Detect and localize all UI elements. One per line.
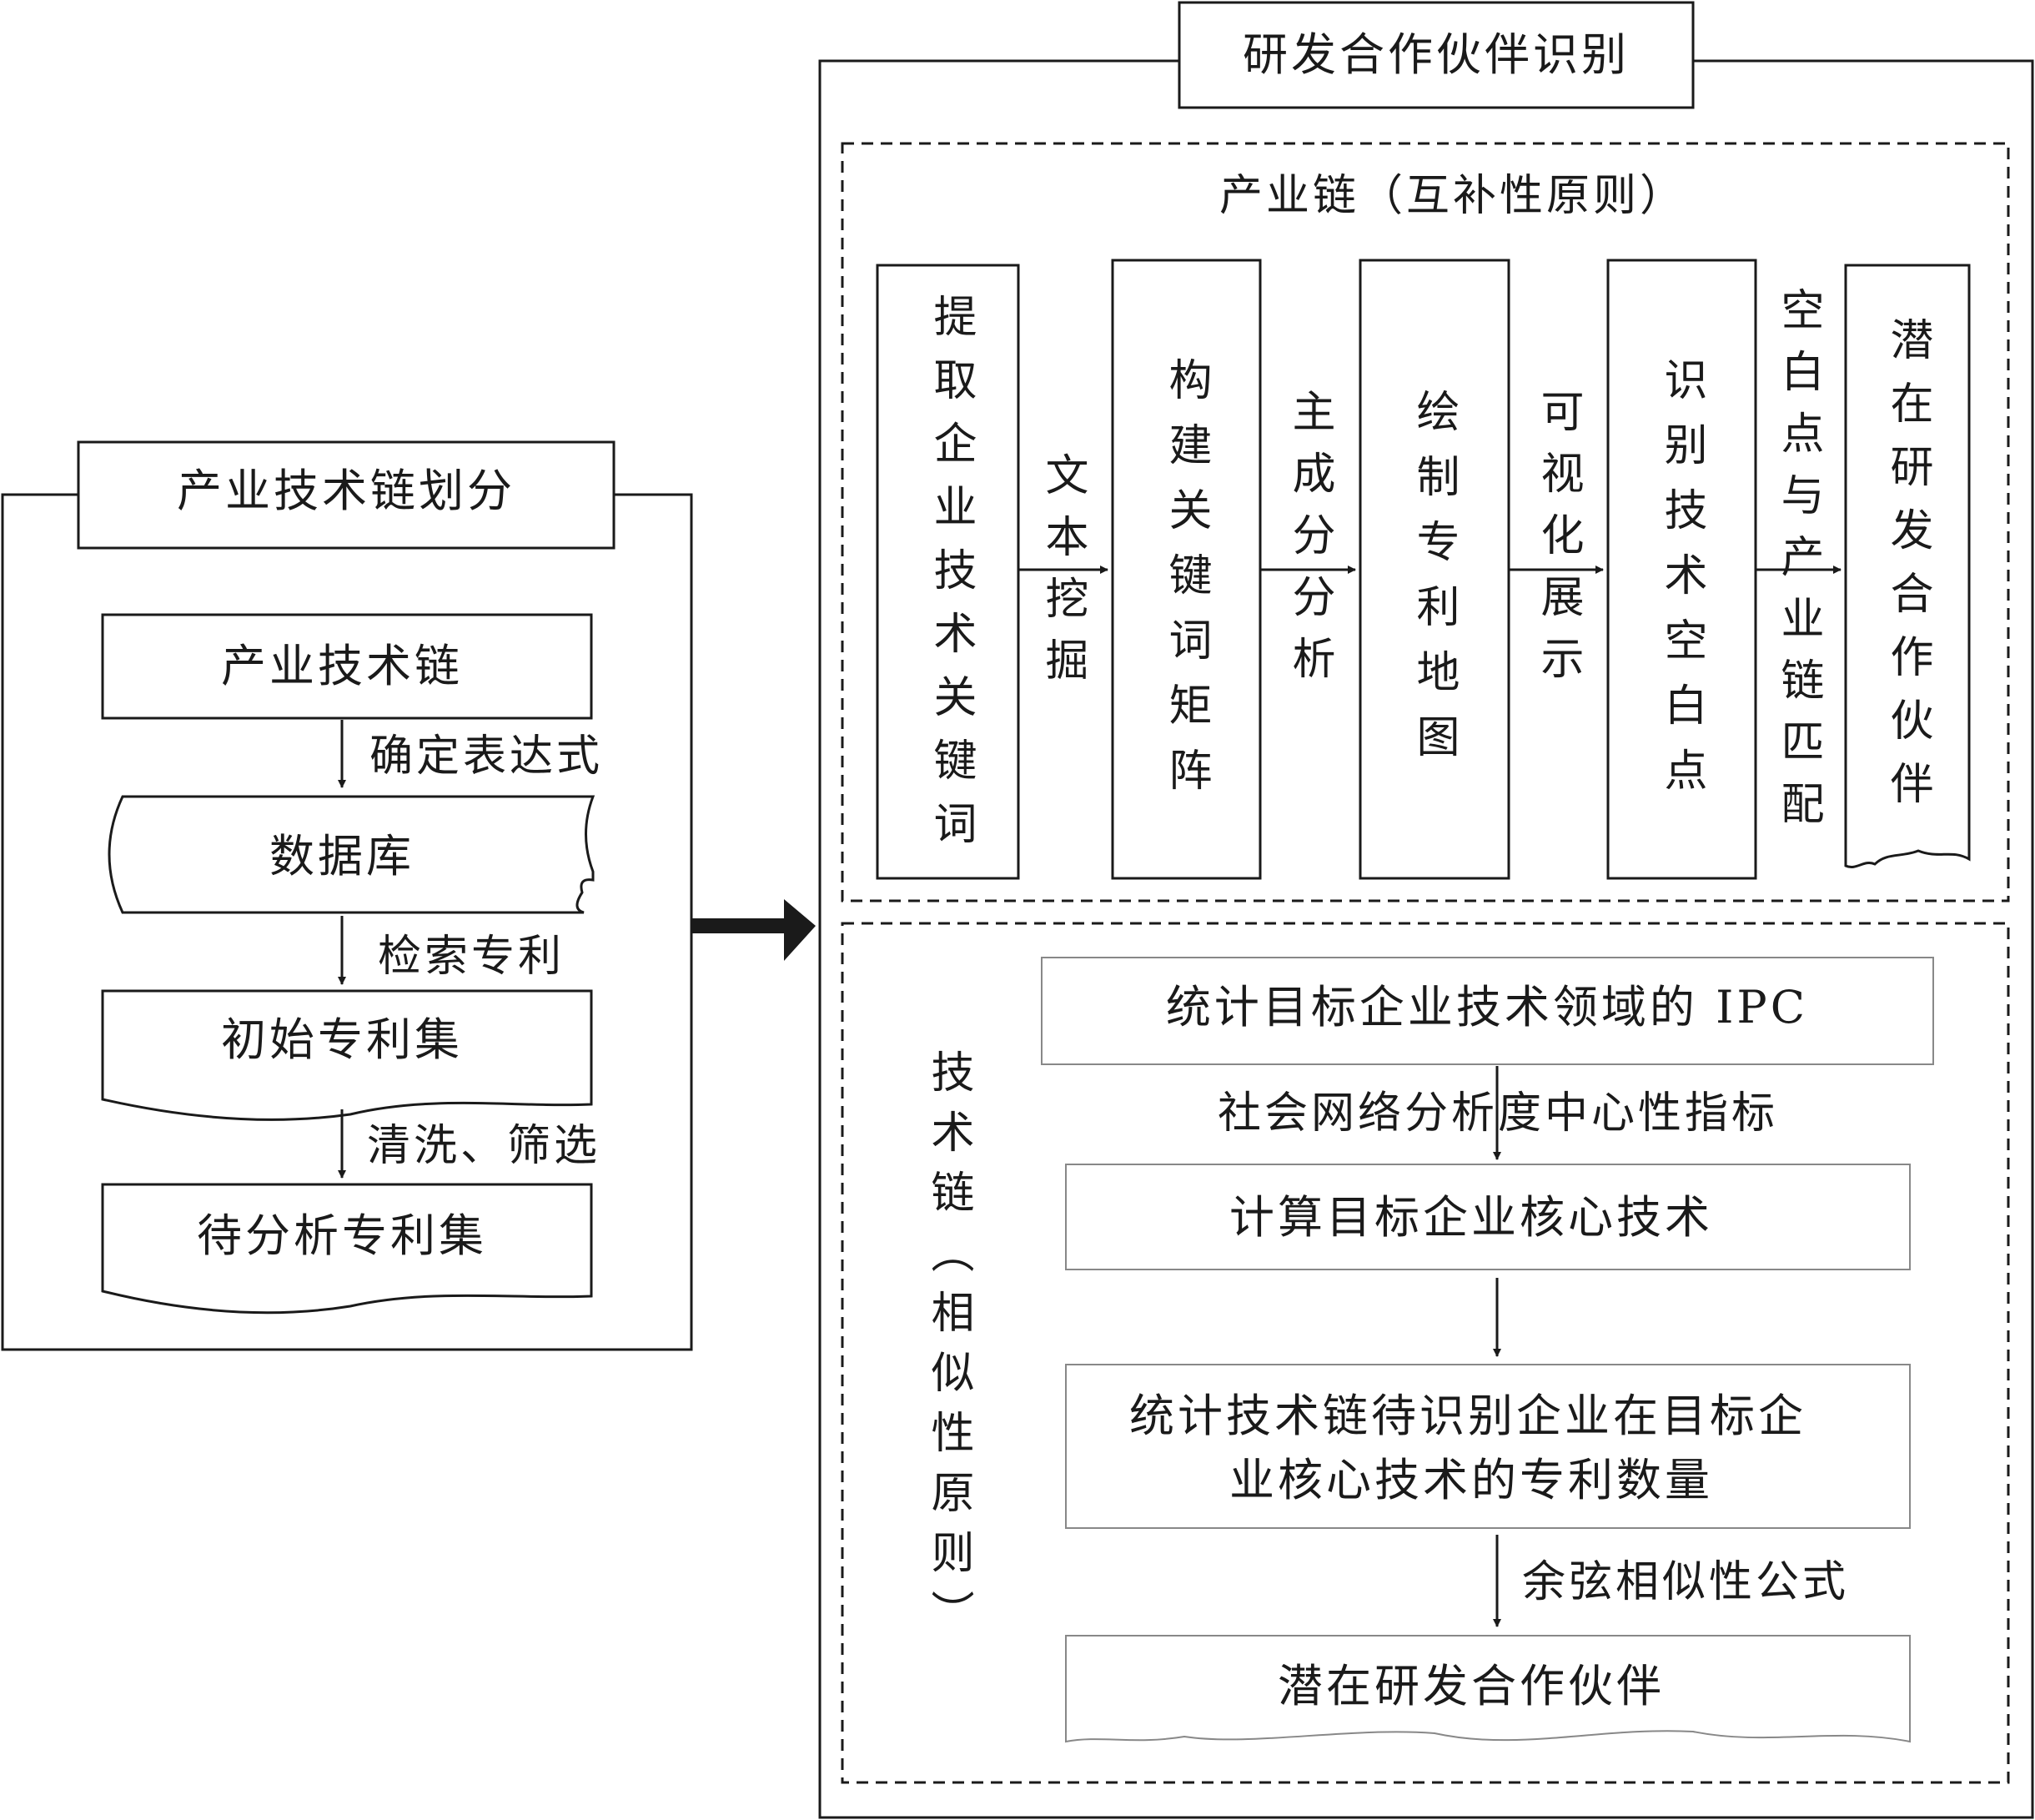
panel-connector-arrow xyxy=(691,899,816,961)
tech-chain-section xyxy=(841,922,2010,1784)
to-analyze-patent-set-label: 待分析专利集 xyxy=(197,1209,487,1262)
patent-count-label-line2: 业核心技术的专利数量 xyxy=(1229,1454,1713,1506)
core-tech-label: 计算目标企业核心技术 xyxy=(1229,1191,1713,1244)
potential-partners-label: 潜在研发合作伙伴 xyxy=(1882,317,1932,824)
right-panel-title: 研发合作伙伴识别 xyxy=(1243,28,1630,81)
industry-chain-box xyxy=(101,613,593,720)
initial-patent-set-shape xyxy=(101,989,593,1121)
search-patents-label: 检索专利 xyxy=(378,932,565,982)
text-mining-label: 文本挖掘 xyxy=(1038,452,1088,699)
industry-chain-section-title: 产业链（互补性原则） xyxy=(1219,171,1686,221)
extract-keywords-label: 提取企业技术关键词 xyxy=(926,294,976,864)
clean-filter-label: 清洗、筛选 xyxy=(367,1121,600,1171)
cosine-label: 余弦相似性公式 xyxy=(1522,1557,1849,1607)
initial-patent-set-label: 初始专利集 xyxy=(221,1013,463,1066)
final-partners-doc-shape xyxy=(1065,1635,1911,1743)
right-panel-title-box xyxy=(1178,1,1695,109)
define-expression-label: 确定表达式 xyxy=(369,732,603,782)
build-matrix-label: 构建关键词矩阵 xyxy=(1161,357,1211,812)
industry-chain-label: 产业技术链 xyxy=(221,640,463,692)
draw-map-label: 绘制专利地图 xyxy=(1409,389,1459,779)
left-panel: 产业技术链划分 产业技术链 确定表达式 数据库 检索专利 初始专利集 清洗、筛选… xyxy=(1,440,693,1351)
industry-chain-section xyxy=(841,142,2010,902)
core-tech-box xyxy=(1065,1164,1911,1270)
database-shape xyxy=(108,795,595,914)
build-matrix-box xyxy=(1111,259,1262,880)
patent-count-box xyxy=(1065,1364,1911,1529)
potential-partners-doc-shape xyxy=(1844,264,1971,868)
to-analyze-patent-set-shape xyxy=(101,1183,593,1315)
ipc-stats-box xyxy=(1041,957,1934,1065)
left-panel-title: 产业技术链划分 xyxy=(177,465,515,517)
patent-count-label-line1: 统计技术链待识别企业在目标企 xyxy=(1129,1390,1806,1442)
identify-blanks-label: 识别技术空白点 xyxy=(1656,357,1706,812)
right-panel: 研发合作伙伴识别 产业链（互补性原则） 提取企业技术关键词 构建关键词矩阵 绘制… xyxy=(818,1,2034,1819)
visualization-label: 可视化展示 xyxy=(1533,389,1583,697)
tech-chain-side-label: 技术链（相似性原则） xyxy=(923,1049,974,1650)
ipc-stats-label: 统计目标企业技术领域的 IPC xyxy=(1166,981,1808,1033)
blank-match-label: 空白点与产业链匹配 xyxy=(1773,287,1823,842)
pca-label: 主成分分析 xyxy=(1284,389,1334,697)
identify-blanks-box xyxy=(1606,259,1757,880)
left-panel-title-box xyxy=(77,440,616,550)
extract-keywords-box xyxy=(876,264,1020,880)
draw-map-box xyxy=(1359,259,1510,880)
final-partners-label: 潜在研发合作伙伴 xyxy=(1278,1660,1665,1712)
database-label: 数据库 xyxy=(269,830,415,882)
sna-label: 社会网络分析度中心性指标 xyxy=(1218,1088,1778,1139)
